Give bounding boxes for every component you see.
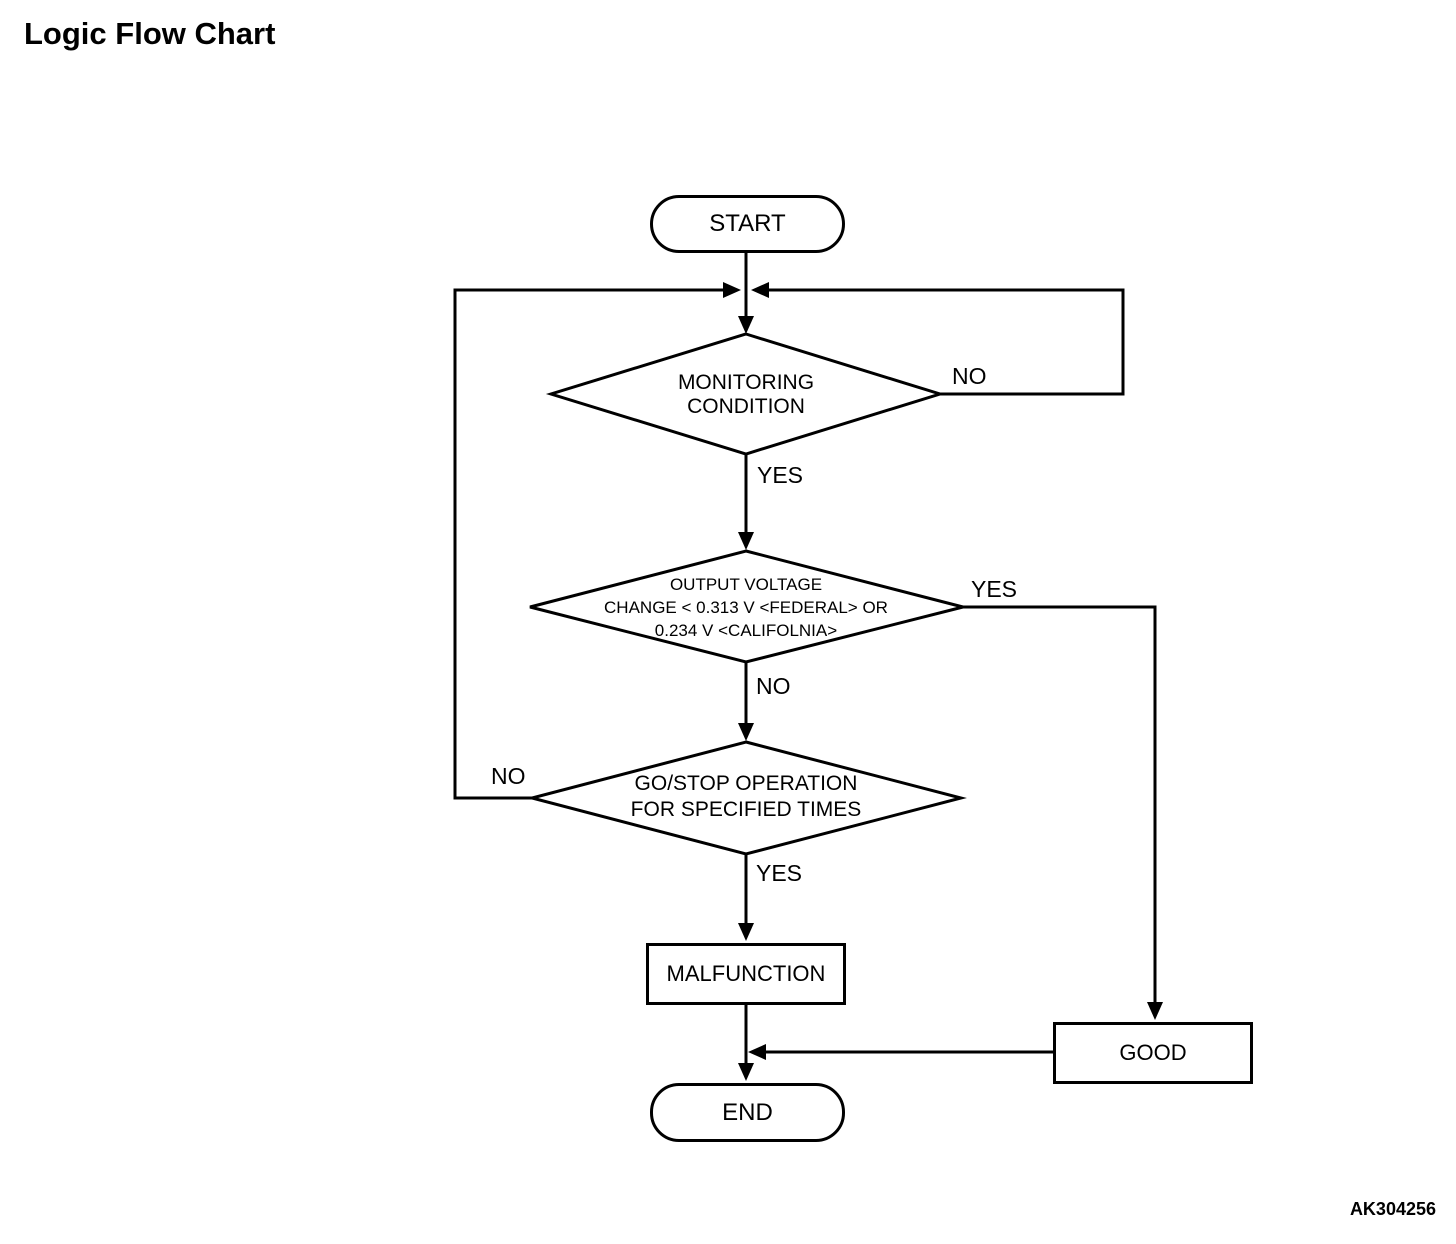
monitoring-condition-diamond [545,332,946,456]
edge-gostop-no-loop [453,288,723,800]
output-voltage-diamond [529,549,964,664]
arrowhead-into-end [738,1063,754,1081]
edge-monitoring-no-loop [769,288,1125,396]
arrowhead-no-loop-right [723,282,741,298]
output-voltage-line3: 0.234 V <CALIFOLNIA> [654,621,838,640]
output-voltage-text: OUTPUT VOLTAGE CHANGE < 0.313 V <FEDERAL… [576,573,916,642]
label-gostop-yes: YES [756,860,803,886]
end-node: END [650,1083,845,1142]
monitoring-condition-line1: MONITORING [677,371,815,394]
start-label: START [709,210,786,237]
arrowhead-into-good [1147,1002,1163,1020]
output-voltage-line2: CHANGE < 0.313 V <FEDERAL> OR [604,598,888,617]
go-stop-line2: FOR SPECIFIED TIMES [630,798,862,821]
arrowhead-into-monitoring [738,316,754,334]
edge-voltage-yes [963,605,1157,1014]
go-stop-line1: GO/STOP OPERATION [634,772,858,795]
go-stop-diamond [526,740,967,856]
output-voltage-line1: OUTPUT VOLTAGE [669,575,823,594]
arrowhead-into-voltage [738,532,754,550]
arrowhead-no-loop-left [751,282,769,298]
label-voltage-yes: YES [971,576,1018,602]
arrowhead-into-gostop [738,723,754,741]
arrowhead-good-merge [748,1044,766,1060]
label-monitoring-no: NO [952,363,987,389]
monitoring-condition-text: MONITORING CONDITION [586,371,906,419]
page-title: Logic Flow Chart [24,16,276,51]
label-monitoring-yes: YES [757,462,804,488]
malfunction-node: MALFUNCTION [646,943,846,1005]
label-voltage-no: NO [756,673,791,699]
good-label: GOOD [1119,1040,1187,1065]
monitoring-condition-line2: CONDITION [687,395,805,418]
start-node: START [650,195,845,253]
label-gostop-no: NO [491,763,526,789]
end-label: END [722,1098,773,1126]
malfunction-label: MALFUNCTION [666,961,826,986]
arrowhead-into-malfunction [738,923,754,941]
figure-code: AK304256 [1349,1199,1436,1219]
good-node: GOOD [1053,1022,1253,1084]
go-stop-text: GO/STOP OPERATION FOR SPECIFIED TIMES [576,771,916,823]
